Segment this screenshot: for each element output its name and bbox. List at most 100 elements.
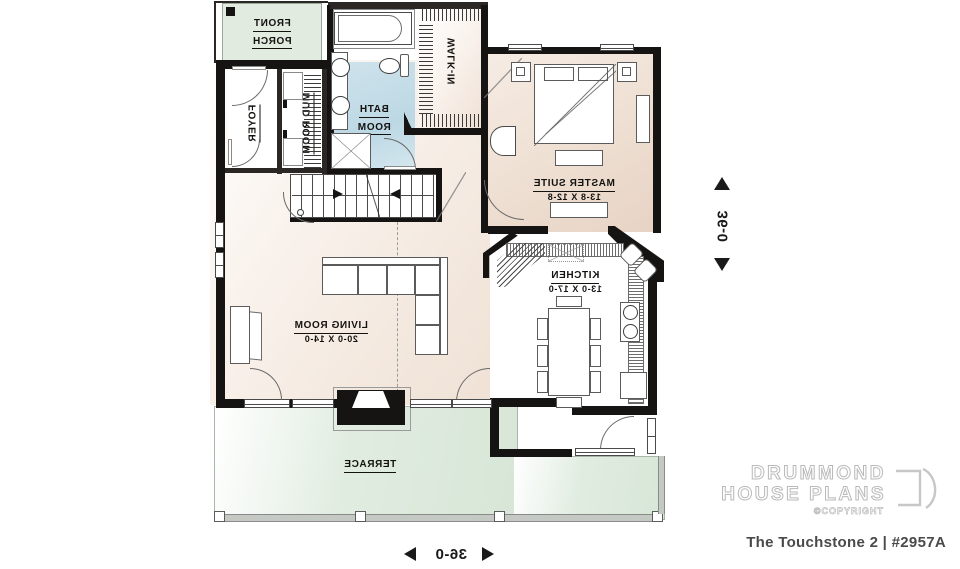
drummond-logo: DRUMMOND HOUSE PLANS ©COPYRIGHT bbox=[696, 463, 946, 523]
dining-chair-left-3 bbox=[537, 371, 548, 393]
dimension-arrow-bottom-left bbox=[404, 547, 416, 561]
dining-chair-left-1 bbox=[537, 318, 548, 340]
exterior-wall-top-bath bbox=[328, 2, 488, 5]
nightstand-right-inner bbox=[622, 67, 631, 76]
walk-in-shelving-top bbox=[422, 8, 480, 21]
master-dresser bbox=[555, 150, 603, 166]
foyer-mud-partition bbox=[277, 69, 282, 174]
kitchen-bottom-wall bbox=[572, 406, 657, 415]
front-porch-name-line2: PORCH bbox=[252, 36, 292, 49]
sink-basin-upper bbox=[331, 58, 350, 77]
master-armchair bbox=[490, 126, 516, 156]
bath-room-name-line1: BATH bbox=[359, 104, 389, 118]
stair-arrow-left bbox=[390, 189, 400, 199]
mud-room-divider-2 bbox=[283, 130, 287, 138]
shower-diagonal-2 bbox=[331, 133, 371, 169]
stair-break-line bbox=[366, 174, 380, 218]
room-label-terrace: TERRACE bbox=[330, 455, 410, 473]
dining-chair-bottom bbox=[556, 397, 582, 408]
porch-outline-left bbox=[214, 1, 216, 63]
porch-outline-top bbox=[214, 1, 328, 3]
kitchen-left-vert-wall bbox=[490, 398, 499, 456]
terrace-railing-post-3 bbox=[494, 511, 505, 522]
terrace-railing-post-1 bbox=[214, 511, 225, 522]
dimension-bottom-label: 36-0 bbox=[434, 546, 468, 563]
foyer-inner-door-leaf bbox=[228, 139, 232, 165]
master-chest bbox=[636, 95, 650, 143]
stair-newel-post bbox=[297, 209, 304, 216]
front-porch-name-line1: FRONT bbox=[253, 18, 291, 32]
nightstand-left-inner bbox=[516, 67, 525, 76]
living-terrace-door-left bbox=[244, 399, 290, 408]
room-label-master-suite: MASTER SUITE 13-8 X 12-8 bbox=[510, 174, 638, 202]
room-label-living-room: LIVING ROOM 20-0 X 14-0 bbox=[270, 316, 392, 344]
sink-basin-lower bbox=[331, 96, 350, 115]
master-top-wall bbox=[488, 47, 660, 54]
stair-arrow-right bbox=[333, 189, 343, 199]
terrace-railing-post-2 bbox=[355, 511, 366, 522]
stairs-bottom-wall bbox=[290, 215, 442, 222]
dining-table bbox=[548, 308, 590, 396]
dining-chair-left-2 bbox=[537, 345, 548, 367]
brand-copyright: ©COPYRIGHT bbox=[813, 506, 884, 517]
walk-in-shelving-left bbox=[419, 22, 433, 114]
bathtub-inner bbox=[338, 15, 402, 42]
dimension-arrow-bottom-right bbox=[482, 547, 494, 561]
living-terrace-door-mid bbox=[410, 399, 452, 408]
mud-room-bench-bottom bbox=[283, 138, 303, 166]
kitchen-name: KITCHEN bbox=[550, 270, 600, 284]
exterior-wall-bath-left bbox=[327, 5, 334, 173]
front-porch-floor bbox=[222, 3, 322, 62]
master-window-left bbox=[508, 44, 542, 51]
living-armchair bbox=[230, 306, 250, 364]
master-console bbox=[550, 202, 608, 218]
front-door-leaf bbox=[232, 66, 266, 70]
sofa-seat-5 bbox=[415, 325, 440, 355]
living-window-left-upper-2 bbox=[215, 252, 224, 278]
kitchen-door-opening bbox=[575, 448, 635, 456]
kitchen-dimensions: 13-0 X 17-0 bbox=[548, 284, 602, 294]
sofa-seat-1 bbox=[322, 265, 358, 295]
sofa-seat-3 bbox=[387, 265, 415, 295]
terrace-railing-post-4 bbox=[652, 511, 663, 522]
sofa-back-right bbox=[440, 257, 448, 355]
dimension-arrow-right-up bbox=[714, 177, 730, 190]
master-window-right bbox=[600, 44, 634, 51]
walk-in-shelving-bottom bbox=[422, 114, 480, 127]
room-label-kitchen: KITCHEN 13-0 X 17-0 bbox=[520, 266, 630, 294]
sofa-back-top bbox=[322, 257, 440, 265]
kitchen-door-swing bbox=[600, 416, 634, 450]
dining-chair-right-2 bbox=[590, 345, 601, 367]
drummond-d-mark bbox=[896, 467, 937, 510]
dimension-arrow-right-down bbox=[714, 258, 730, 271]
kitchen-right-wall bbox=[648, 276, 657, 414]
kitchen-terrace-wall bbox=[490, 449, 572, 457]
stair-landing-angle bbox=[436, 172, 466, 222]
toilet-tank bbox=[400, 54, 409, 77]
foyer-bottom-wall bbox=[225, 168, 327, 173]
porch-column bbox=[226, 7, 235, 16]
kitchen-sink-basin-lower bbox=[623, 324, 638, 339]
dining-chair-right-1 bbox=[590, 318, 601, 340]
master-bottom-wall bbox=[488, 226, 548, 234]
bath-door-leaf bbox=[384, 166, 416, 170]
kitchen-sink-basin-upper bbox=[623, 305, 638, 320]
mud-room-closet-hatching bbox=[304, 72, 321, 168]
master-right-wall bbox=[653, 47, 661, 233]
brand-line-1: DRUMMOND bbox=[750, 463, 886, 485]
brand-line-2: HOUSE PLANS bbox=[721, 484, 886, 506]
plan-title: The Touchstone 2 | #2957A bbox=[746, 534, 946, 551]
exterior-wall-top-left bbox=[216, 60, 328, 69]
walk-in-bottom-wall bbox=[410, 128, 488, 135]
terrace-railing bbox=[216, 514, 662, 522]
sofa-seat-4 bbox=[415, 295, 440, 325]
exterior-wall-bath-top-inner bbox=[330, 5, 486, 9]
sofa-seat-corner bbox=[415, 265, 440, 295]
living-window-left-upper bbox=[215, 222, 224, 248]
stair-direction-line bbox=[292, 195, 434, 196]
terrace-floor-right bbox=[514, 456, 665, 520]
bathtub-surround bbox=[333, 9, 415, 49]
foyer-name: FOYER bbox=[247, 104, 261, 143]
toilet-bowl bbox=[379, 58, 400, 74]
